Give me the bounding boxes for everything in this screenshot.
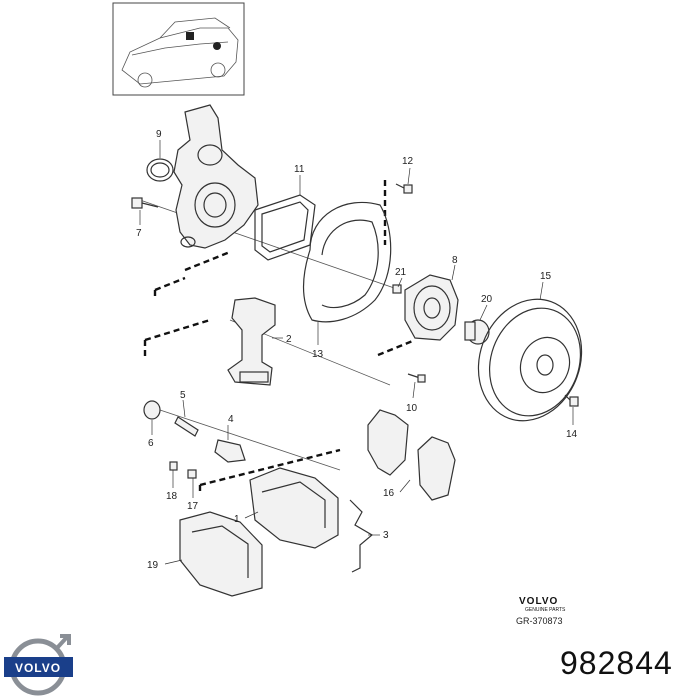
o-ring — [146, 158, 174, 182]
bolt-10 — [407, 373, 426, 383]
callout-14: 14 — [566, 429, 578, 440]
callout-11: 11 — [294, 164, 305, 175]
wear-sensor-wire — [349, 499, 374, 573]
callout-12: 12 — [402, 156, 414, 167]
callout-9: 9 — [156, 129, 162, 140]
callout-17: 17 — [187, 501, 199, 512]
bleed-screw — [169, 461, 197, 479]
guide-parts — [143, 400, 246, 463]
caliper-bracket — [227, 297, 276, 386]
callout-15: 15 — [540, 271, 552, 282]
callout-3: 3 — [383, 530, 389, 541]
drawing-code: GR-370873 — [516, 616, 563, 626]
brand-subtitle: GENUINE PARTS — [525, 607, 566, 613]
callout-8: 8 — [452, 255, 458, 266]
caliper — [249, 467, 339, 549]
volvo-logo-icon: VOLVO — [4, 634, 73, 696]
brand-name: VOLVO — [519, 596, 558, 607]
dust-shield — [302, 201, 392, 323]
callout-1: 1 — [234, 514, 240, 525]
callout-16: 16 — [383, 488, 395, 499]
part-number: 982844 — [560, 645, 673, 681]
callout-5: 5 — [180, 390, 186, 401]
callout-21: 21 — [395, 267, 407, 278]
wheel-carrier — [173, 104, 259, 249]
bolt-21 — [392, 284, 402, 294]
bolt-12 — [395, 183, 413, 194]
logo-text: VOLVO — [15, 661, 61, 675]
callout-10: 10 — [406, 403, 418, 414]
bolt-7 — [131, 197, 159, 209]
caliper-housing — [179, 511, 263, 597]
callout-19: 19 — [147, 560, 159, 571]
callout-6: 6 — [148, 438, 154, 449]
callout-20: 20 — [481, 294, 493, 305]
axis-lines — [139, 199, 401, 471]
bolt-14 — [564, 394, 579, 407]
brake-pads — [367, 409, 456, 501]
leader-lines — [139, 140, 574, 565]
o-ring-inner — [150, 162, 170, 178]
callout-7: 7 — [136, 228, 142, 239]
brake-disc — [477, 298, 583, 422]
assembly-dashed-lines — [143, 180, 416, 495]
wheel-hub — [404, 274, 459, 341]
callout-labels: 9 7 11 12 21 8 15 20 2 13 5 10 4 14 6 16… — [136, 129, 578, 571]
callout-2: 2 — [286, 334, 292, 345]
callout-18: 18 — [166, 491, 178, 502]
callout-13: 13 — [312, 349, 324, 360]
vehicle-thumbnail — [112, 2, 245, 96]
callout-4: 4 — [228, 414, 234, 425]
hub-cap — [464, 319, 490, 345]
